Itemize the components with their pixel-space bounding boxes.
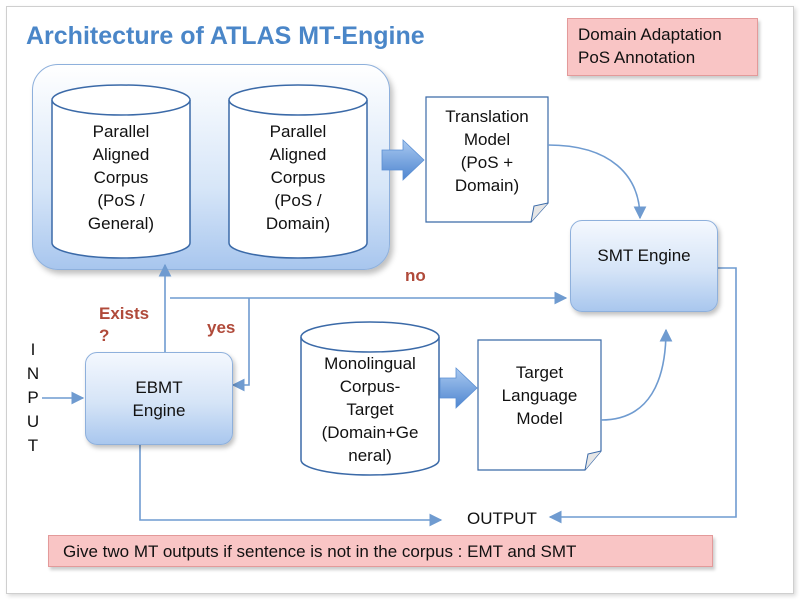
corpus-general-line: Parallel: [92, 122, 150, 141]
smt-engine-box: SMT Engine: [570, 220, 718, 312]
ebmt-engine-box: EBMT Engine: [85, 352, 233, 445]
arrow-translation-model-to-smt: [547, 144, 647, 220]
exists-label-line: Exists: [99, 304, 150, 323]
exists-label: Exists ?: [99, 303, 149, 347]
corpus-domain-line: Aligned: [269, 145, 327, 164]
translation-model-line: Domain): [454, 176, 520, 195]
note-line-pos-annotation: PoS Annotation: [578, 48, 696, 67]
input-letter: N: [26, 364, 40, 383]
corpus-monolingual-line: (Domain+Ge: [321, 423, 419, 442]
no-label: no: [405, 266, 426, 285]
target-language-model-label: Target Language Model: [478, 361, 601, 430]
input-label: I N P U T: [26, 338, 40, 458]
block-arrow-to-target-language-model: [439, 367, 478, 409]
yes-label: yes: [207, 318, 236, 337]
corpus-general-line: Corpus: [93, 168, 149, 187]
translation-model-line: Model: [463, 130, 511, 149]
corpus-domain-line: Parallel: [269, 122, 327, 141]
arrow-smt-to-output: [548, 267, 737, 524]
ebmt-engine-label: EBMT Engine: [133, 376, 186, 422]
corpus-domain-cylinder: [228, 84, 368, 259]
corpus-domain-line: Corpus: [270, 168, 326, 187]
translation-model-line: (PoS +: [460, 153, 514, 172]
target-language-model-line: Language: [501, 386, 578, 405]
corpus-monolingual-cylinder: [300, 321, 440, 476]
corpus-general-line: General): [87, 214, 155, 233]
arrow-target-lm-to-smt: [600, 328, 673, 421]
diagram-title: Architecture of ATLAS MT-Engine: [26, 22, 425, 50]
arrow-ebmt-to-output: [139, 445, 443, 527]
output-label: OUTPUT: [467, 509, 537, 528]
block-arrow-to-translation-model: [381, 139, 425, 181]
input-letter: P: [27, 388, 39, 407]
ebmt-engine-line: Engine: [132, 400, 186, 420]
corpus-general-line: Aligned: [92, 145, 150, 164]
corpus-domain-line: Domain): [265, 214, 331, 233]
translation-model-document: [425, 96, 549, 223]
corpus-monolingual-line: Corpus-: [339, 377, 401, 396]
corpus-general-cylinder: [51, 84, 191, 259]
corpus-monolingual-line: Target: [346, 400, 394, 419]
note-box: Domain Adaptation PoS Annotation: [567, 18, 758, 76]
corpus-domain-label: Parallel Aligned Corpus (PoS / Domain): [229, 120, 367, 235]
corpus-general-line: (PoS /: [97, 191, 145, 210]
corpus-monolingual-line: Monolingual: [324, 354, 416, 373]
corpus-general-label: Parallel Aligned Corpus (PoS / General): [52, 120, 190, 235]
footer-note: Give two MT outputs if sentence is not i…: [48, 535, 713, 567]
corpus-monolingual-label: Monolingual Corpus- Target (Domain+Ge ne…: [301, 352, 439, 467]
corpus-domain-line: (PoS /: [274, 191, 322, 210]
target-language-model-document: [477, 339, 602, 471]
translation-model-label: Translation Model (PoS + Domain): [426, 105, 548, 197]
target-language-model-line: Target: [515, 363, 564, 382]
input-letter: T: [27, 436, 39, 455]
input-letter: I: [30, 340, 36, 359]
corpus-monolingual-line: neral): [348, 446, 392, 465]
smt-engine-label: SMT Engine: [597, 245, 691, 265]
exists-label-line: ?: [99, 326, 110, 345]
ebmt-engine-line: EBMT: [135, 377, 183, 397]
arrow-yes-to-ebmt: [231, 298, 250, 392]
input-letter: U: [26, 412, 40, 431]
translation-model-line: Translation: [445, 107, 529, 126]
note-line-domain-adaptation: Domain Adaptation: [578, 25, 722, 44]
target-language-model-line: Model: [516, 409, 563, 428]
